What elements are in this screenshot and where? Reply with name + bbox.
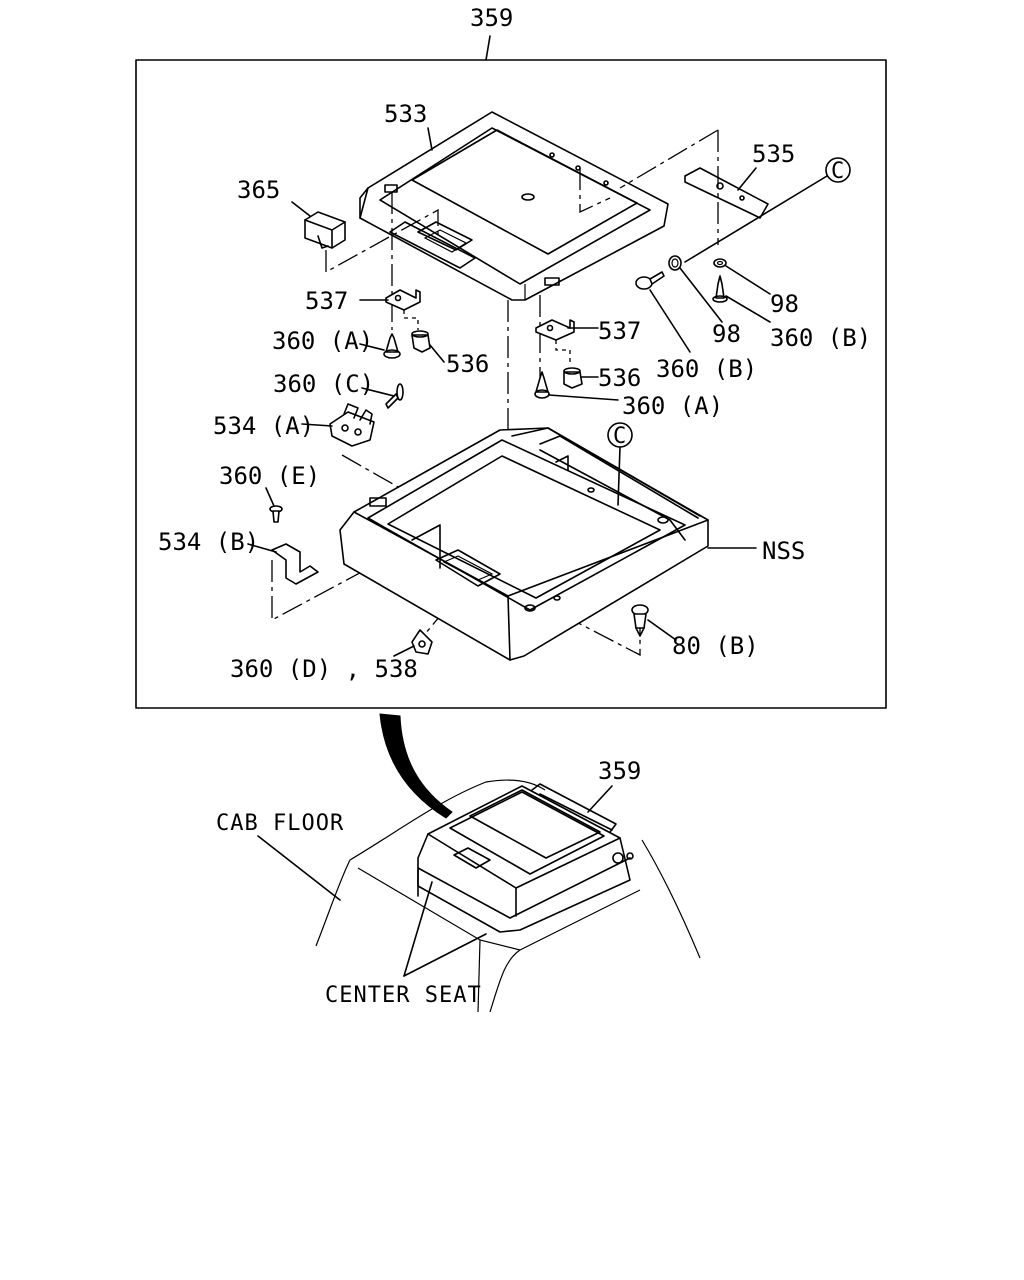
- label-536-right: 536: [598, 364, 641, 392]
- leader-c-lower: [617, 446, 621, 506]
- leader-536-left: [429, 344, 445, 363]
- label-nss: NSS: [762, 537, 805, 565]
- clip-80b: [631, 604, 649, 637]
- upper-lid-533: [359, 111, 669, 301]
- label-360a-right: 360 (A): [622, 392, 723, 420]
- clip-536-left: [411, 330, 431, 353]
- pointer-arrow: [379, 713, 453, 819]
- leader-360d-538: [393, 645, 415, 657]
- label-center-seat: CENTER SEAT: [325, 983, 482, 1008]
- clip-360d-538: [411, 629, 433, 655]
- clip-360a-right: [534, 371, 550, 399]
- label-c-lower: C: [613, 424, 627, 449]
- bracket-537-left: [385, 289, 421, 311]
- label-360a-left: 360 (A): [272, 327, 373, 355]
- label-98-upper: 98: [770, 290, 799, 318]
- leader-535: [737, 167, 757, 191]
- label-359: 359: [470, 4, 513, 32]
- lower-tray-nss: [339, 427, 709, 661]
- clip-360a-left: [383, 333, 401, 359]
- leader-365: [291, 201, 311, 217]
- leader-534a: [301, 423, 333, 427]
- leader-c-top: [684, 175, 828, 263]
- connector-365: [304, 211, 346, 249]
- label-cab-floor: CAB FLOOR: [216, 811, 344, 836]
- leader-98-lower: [679, 267, 723, 323]
- leader-inset-359: [587, 785, 613, 813]
- leader-80b: [647, 619, 677, 641]
- label-360b-right: 360 (B): [770, 324, 871, 352]
- hinge-534a: [329, 403, 375, 447]
- leader-360a-left: [359, 343, 385, 351]
- diagram-frame: [135, 59, 887, 709]
- leader-360a-right: [548, 394, 619, 401]
- label-inset-359: 359: [598, 757, 641, 785]
- bracket-534b: [271, 543, 319, 585]
- leader-360b-mid: [649, 289, 691, 353]
- dotted-537-right: [555, 340, 571, 366]
- centerline-3: [579, 168, 611, 214]
- leader-360e: [265, 487, 275, 507]
- leader-center-seat-2: [403, 933, 487, 977]
- screw-360b-mid: [635, 271, 665, 290]
- label-535: 535: [752, 140, 795, 168]
- label-365: 365: [237, 176, 280, 204]
- label-98-lower: 98: [712, 320, 741, 348]
- label-360c: 360 (C): [273, 370, 374, 398]
- clip-536-right: [563, 367, 583, 389]
- screw-360e: [269, 505, 283, 523]
- washer-98-lower: [668, 255, 682, 271]
- label-537-right: 537: [598, 317, 641, 345]
- leader-534b: [247, 543, 277, 553]
- bracket-535: [684, 167, 769, 219]
- leader-cab-floor: [257, 835, 341, 901]
- label-534b: 534 (B): [158, 528, 259, 556]
- leader-533: [427, 127, 433, 151]
- screw-360b-right: [712, 275, 728, 303]
- label-533: 533: [384, 100, 427, 128]
- label-80b: 80 (B): [672, 632, 759, 660]
- clip-360c: [385, 383, 404, 409]
- label-360d-538: 360 (D) , 538: [230, 655, 418, 683]
- callout-c-top: [825, 157, 851, 183]
- label-536-left: 536: [446, 350, 489, 378]
- leader-359: [485, 35, 491, 61]
- leader-360c: [361, 387, 395, 397]
- label-537-left: 537: [305, 287, 348, 315]
- label-534a: 534 (A): [213, 412, 314, 440]
- centerline-2: [619, 129, 719, 189]
- inset-assembly: [315, 779, 701, 1013]
- label-360e: 360 (E): [219, 462, 320, 490]
- bracket-537-right: [535, 319, 575, 341]
- label-c-top: C: [831, 159, 845, 184]
- label-360b-mid: 360 (B): [656, 355, 757, 383]
- dotted-537-left: [403, 310, 419, 330]
- leader-360b-right: [725, 295, 771, 323]
- washer-98-upper: [713, 258, 727, 268]
- leader-98-upper: [725, 265, 771, 295]
- centerline-4: [325, 208, 439, 274]
- leader-center-seat-1: [403, 881, 433, 977]
